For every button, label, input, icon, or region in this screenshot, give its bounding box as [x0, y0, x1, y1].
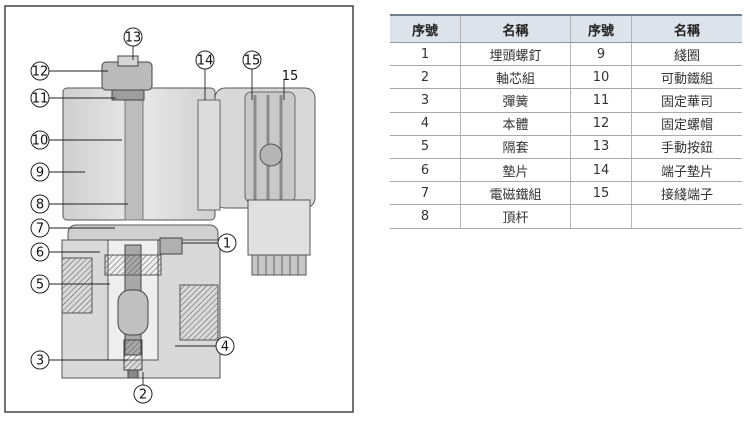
cell-name: 彈簧 — [460, 88, 571, 113]
cell-name: 固定華司 — [631, 88, 742, 113]
svg-text:1: 1 — [223, 237, 231, 252]
svg-text:8: 8 — [36, 198, 44, 213]
cell-name: 綫圈 — [631, 42, 742, 67]
callout-1: 1 — [217, 233, 237, 253]
callout-3: 3 — [30, 350, 50, 370]
cell-name — [631, 204, 742, 229]
svg-text:12: 12 — [32, 65, 49, 80]
solenoid-valve-diagram: 12 11 10 9 8 7 6 5 3 13 14 15 15 1 4 2 — [4, 5, 354, 413]
cell-no: 15 — [570, 181, 632, 206]
cell-name: 埋頭螺釘 — [460, 42, 571, 67]
cell-name: 電磁鐵組 — [460, 181, 571, 206]
svg-text:15: 15 — [282, 69, 299, 84]
callout-15: 15 — [242, 50, 262, 70]
cell-name: 本體 — [460, 112, 571, 136]
cell-no: 7 — [390, 181, 461, 206]
callout-15-plain: 15 — [282, 69, 299, 84]
svg-text:4: 4 — [221, 340, 229, 355]
top-nut — [101, 55, 153, 101]
cell-name: 接綫端子 — [631, 181, 742, 206]
cell-name: 固定螺帽 — [631, 112, 742, 136]
cell-no: 10 — [570, 65, 632, 90]
cell-no: 8 — [390, 204, 461, 229]
cell-no — [570, 204, 632, 229]
cell-name: 可動鐵組 — [631, 65, 742, 90]
svg-text:5: 5 — [36, 278, 44, 293]
callout-12: 12 — [30, 61, 50, 81]
svg-text:11: 11 — [32, 92, 49, 107]
cell-no: 12 — [570, 112, 632, 136]
cell-no: 1 — [390, 42, 461, 67]
cell-no: 6 — [390, 158, 461, 183]
cell-name: 頂杆 — [460, 204, 571, 229]
cell-no: 3 — [390, 88, 461, 113]
valve-body — [61, 224, 221, 379]
header-name-a: 名稱 — [460, 14, 571, 43]
svg-text:15: 15 — [244, 54, 261, 69]
callout-11: 11 — [30, 88, 50, 108]
svg-text:7: 7 — [36, 222, 44, 237]
header-no-b: 序號 — [570, 14, 632, 43]
header-no-a: 序號 — [390, 14, 461, 43]
callout-6: 6 — [30, 242, 50, 262]
callout-14: 14 — [195, 50, 215, 70]
cell-no: 4 — [390, 112, 461, 136]
header-name-b: 名稱 — [631, 14, 742, 43]
cell-name: 軸芯組 — [460, 65, 571, 90]
svg-text:9: 9 — [36, 166, 44, 181]
svg-text:6: 6 — [36, 246, 44, 261]
coil — [62, 87, 221, 221]
connector-assembly — [214, 87, 316, 276]
callout-8: 8 — [30, 194, 50, 214]
svg-text:10: 10 — [32, 134, 49, 149]
cell-name: 隔套 — [460, 135, 571, 159]
svg-text:3: 3 — [36, 354, 44, 369]
cell-no: 5 — [390, 135, 461, 159]
cell-name: 墊片 — [460, 158, 571, 183]
callout-4: 4 — [215, 336, 235, 356]
table-header-row: 序號 名稱 序號 名稱 — [390, 14, 742, 43]
callout-9: 9 — [30, 162, 50, 182]
cell-name: 手動按鈕 — [631, 135, 742, 159]
cell-no: 13 — [570, 135, 632, 159]
callout-13: 13 — [123, 27, 143, 47]
cell-no: 11 — [570, 88, 632, 113]
svg-text:13: 13 — [125, 31, 142, 46]
svg-text:2: 2 — [139, 388, 147, 403]
callout-10: 10 — [30, 130, 50, 150]
cell-no: 9 — [570, 42, 632, 67]
callout-2: 2 — [133, 384, 153, 404]
cell-no: 2 — [390, 65, 461, 90]
callout-5: 5 — [30, 274, 50, 294]
svg-text:14: 14 — [197, 54, 214, 69]
cell-name: 端子墊片 — [631, 158, 742, 183]
cell-no: 14 — [570, 158, 632, 183]
callout-7: 7 — [30, 218, 50, 238]
leader-lines — [48, 46, 285, 385]
